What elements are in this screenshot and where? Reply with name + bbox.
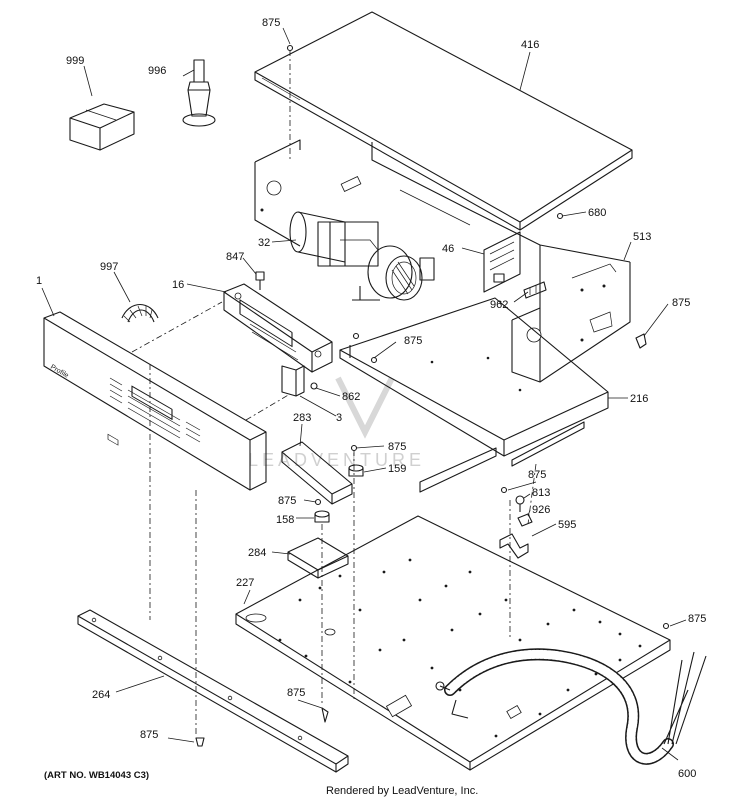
callout-875-plate: 875 (688, 613, 706, 625)
callout-216: 216 (630, 393, 648, 405)
callout-159: 159 (388, 463, 406, 475)
callout-16: 16 (172, 279, 184, 291)
watermark-text: LEADVENTURE (248, 450, 425, 470)
part-813-screw[interactable] (515, 495, 525, 512)
callout-595: 595 (558, 519, 576, 531)
callout-875-mid: 875 (388, 441, 406, 453)
callout-862: 862 (342, 391, 360, 403)
callout-996: 996 (148, 65, 166, 77)
callout-284: 284 (248, 547, 266, 559)
callout-leaders (41, 27, 687, 761)
part-46-control-board[interactable] (483, 231, 521, 293)
callout-227: 227 (236, 577, 254, 589)
callout-813: 813 (532, 487, 550, 499)
part-847-screw[interactable] (255, 271, 265, 290)
callout-283: 283 (293, 412, 311, 424)
part-159-thermostat[interactable] (348, 464, 364, 477)
part-595-clamp[interactable] (499, 533, 529, 559)
callout-875-trim: 875 (287, 687, 305, 699)
watermark: LEADVENTURE (248, 376, 425, 470)
part-997-ribbon-cable[interactable] (121, 303, 159, 323)
brand-logo-text: Profile (49, 364, 70, 380)
callout-999: 999 (66, 55, 84, 67)
keypad-buttons[interactable] (107, 377, 201, 446)
part-216-duct[interactable] (339, 297, 609, 493)
part-962-connector[interactable] (523, 281, 547, 299)
callout-875-left: 875 (278, 495, 296, 507)
callout-600: 600 (678, 768, 696, 780)
part-158-thermostat[interactable] (314, 510, 330, 523)
callout-875-clamp: 875 (528, 469, 546, 481)
part-1-control-panel[interactable]: Profile (43, 311, 267, 491)
part-264-trim[interactable] (77, 609, 349, 773)
callout-158: 158 (276, 514, 294, 526)
part-996-leg[interactable] (182, 59, 216, 127)
part-3-bracket[interactable] (281, 365, 305, 397)
callout-32: 32 (258, 237, 270, 249)
callout-875-duct: 875 (404, 335, 422, 347)
rendered-by-credit: Rendered by LeadVenture, Inc. (326, 785, 478, 797)
assembly-centerlines (131, 50, 537, 736)
part-999-carton[interactable] (69, 103, 135, 151)
callout-875: 875 (262, 17, 280, 29)
callout-513: 513 (633, 231, 651, 243)
part-513-wrapper[interactable] (254, 139, 631, 383)
callout-875-bottom: 875 (140, 729, 158, 741)
part-926-nut[interactable] (517, 513, 533, 527)
callout-926: 926 (532, 504, 550, 516)
callout-875-right: 875 (672, 297, 690, 309)
part-284-bracket[interactable] (287, 537, 349, 579)
art-number: (ART NO. WB14043 C3) (44, 770, 149, 781)
part-600-wire-harness[interactable] (435, 648, 707, 765)
callout-416: 416 (521, 39, 539, 51)
callout-997: 997 (100, 261, 118, 273)
callout-1: 1 (36, 275, 42, 287)
part-862-screw[interactable] (310, 382, 318, 390)
part-32-blower-motor[interactable] (289, 211, 435, 301)
callout-962: 962 (490, 299, 508, 311)
part-283-bracket[interactable] (281, 441, 353, 505)
callout-847: 847 (226, 251, 244, 263)
callout-3: 3 (336, 412, 342, 424)
part-416-top-cover[interactable] (254, 11, 633, 231)
callout-46: 46 (442, 243, 454, 255)
callout-680: 680 (588, 207, 606, 219)
part-227-bottom-plate[interactable] (235, 515, 671, 771)
callout-264: 264 (92, 689, 110, 701)
callout-labels: 875 416 999 996 32 46 680 513 1 997 16 8… (36, 17, 706, 780)
screw-parts-875[interactable] (195, 44, 670, 747)
part-16-display-board[interactable] (223, 283, 333, 373)
